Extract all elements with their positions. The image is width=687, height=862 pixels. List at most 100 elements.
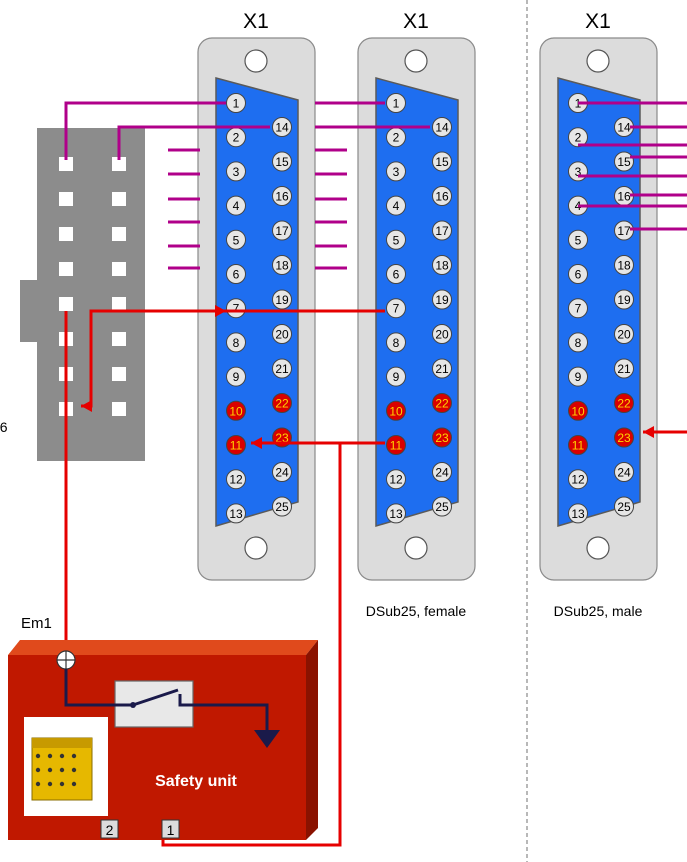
pin [568, 469, 588, 490]
pin [386, 93, 406, 113]
pin-label: 7 [393, 302, 400, 316]
relay-terminal-dot [35, 767, 41, 773]
pin [272, 289, 292, 310]
pin [272, 393, 292, 413]
pin-label: 3 [393, 165, 400, 179]
switch-lever [132, 688, 179, 707]
terminal-hole [59, 297, 73, 311]
relay-terminal-dot [47, 781, 53, 787]
pin-label: 19 [275, 293, 289, 307]
unit-terminal [161, 819, 180, 839]
pin-label: 20 [617, 328, 631, 342]
pin-label: 17 [617, 224, 631, 238]
terminal-hole [112, 332, 126, 346]
pin [386, 195, 406, 216]
pin [226, 264, 246, 284]
pin-label: 23 [435, 431, 449, 445]
pin [272, 358, 292, 379]
pin [432, 220, 452, 241]
pin [568, 298, 588, 319]
pin-label: 6 [233, 268, 240, 282]
pin-label: 24 [435, 466, 449, 480]
pin-label: 22 [617, 397, 631, 411]
pin [614, 462, 634, 482]
pin [568, 366, 588, 387]
pin-label: 13 [389, 507, 403, 521]
pin [386, 366, 406, 387]
connectors: X112345678910111213141516171819202122232… [197, 10, 658, 619]
relay-terminal-dot [71, 781, 77, 787]
pin [432, 462, 452, 482]
pin [272, 151, 292, 172]
pin-label: 25 [435, 500, 449, 514]
pin-label: 24 [617, 466, 631, 480]
relay-terminal-dot [71, 753, 77, 759]
pin-label: 4 [233, 199, 240, 213]
pin-label: 18 [275, 259, 289, 273]
pin [432, 393, 452, 413]
pin-label: 12 [389, 473, 403, 487]
pin [386, 332, 406, 353]
pin [386, 298, 406, 319]
pin [614, 255, 634, 275]
pin-label: 4 [393, 199, 400, 213]
pin-label: 18 [617, 259, 631, 273]
pin-label: 2 [575, 131, 582, 145]
pin-label: 17 [435, 224, 449, 238]
pin [614, 324, 634, 344]
pin-label: 25 [275, 500, 289, 514]
terminal-label: 16 [0, 419, 8, 435]
pin-label: 25 [617, 500, 631, 514]
pin [432, 255, 452, 275]
pin [272, 496, 292, 517]
pin-label: 23 [617, 431, 631, 445]
pin-label: 9 [393, 370, 400, 384]
unit-terminal [100, 819, 119, 839]
pin-label: 3 [575, 165, 582, 179]
terminal-hole [112, 402, 126, 416]
pin [386, 229, 406, 250]
unit-terminal-label: 1 [167, 822, 175, 838]
pin [226, 161, 246, 182]
pin [272, 324, 292, 344]
pin-label: 8 [393, 336, 400, 350]
pin-label: 19 [617, 293, 631, 307]
pin [614, 496, 634, 517]
terminal-block: 256802416 [0, 128, 145, 461]
pin [226, 229, 246, 250]
pin [272, 186, 292, 206]
pin [386, 161, 406, 182]
unit-terminal-label: 2 [106, 822, 114, 838]
relay-icon-top [32, 738, 92, 748]
terminal-hole [112, 262, 126, 276]
arrow-head [81, 400, 92, 412]
pin-label: 16 [617, 190, 631, 204]
pin [226, 503, 246, 524]
arrow-head [643, 426, 654, 438]
terminal-hole [112, 227, 126, 241]
pin [568, 400, 588, 421]
pin [432, 324, 452, 344]
pin [614, 151, 634, 172]
pin [386, 503, 406, 524]
pin-label: 22 [435, 397, 449, 411]
pin-label: 19 [435, 293, 449, 307]
pin-label: 2 [233, 131, 240, 145]
pin-label: 7 [575, 302, 582, 316]
pin [432, 427, 452, 448]
mounting-hole [586, 49, 610, 73]
relay-terminal-dot [47, 767, 53, 773]
connector-caption: DSub25, male [554, 603, 643, 619]
terminal-hole [59, 227, 73, 241]
pin [432, 186, 452, 206]
pin-label: 5 [575, 233, 582, 247]
pin-label: 10 [571, 404, 585, 418]
pin-label: 14 [435, 121, 449, 135]
pin-label: 20 [435, 328, 449, 342]
terminal-block-body [20, 128, 145, 461]
pin-label: 3 [233, 165, 240, 179]
pin [568, 127, 588, 148]
pin-label: 21 [435, 362, 449, 376]
mounting-hole [244, 49, 268, 73]
